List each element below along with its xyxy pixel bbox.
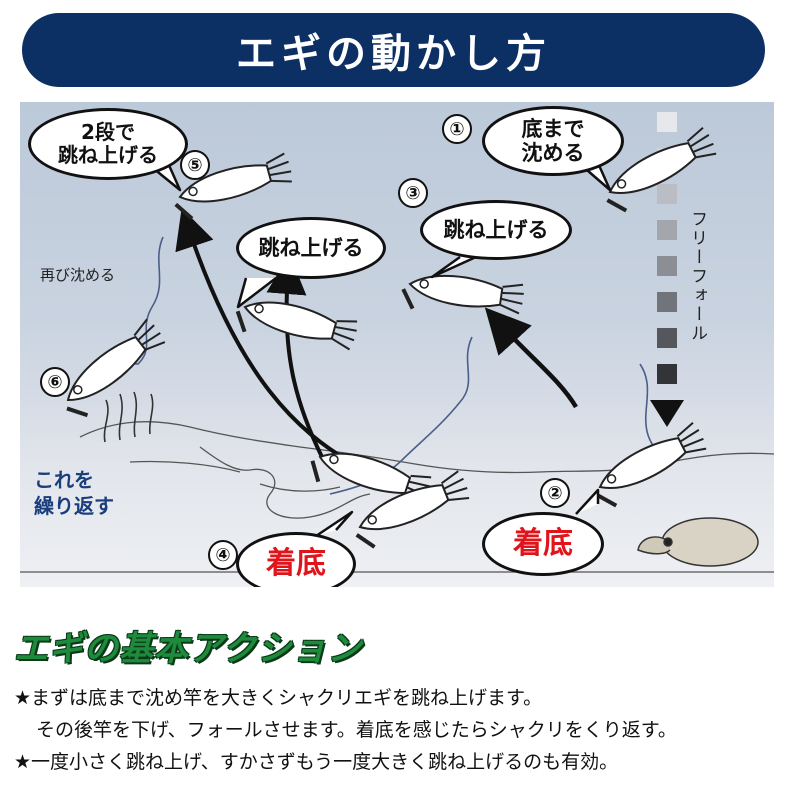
bullet-line-1: ★まずは底まで沈め竿を大きくシャクリエギを跳ね上げます。 [14,687,543,709]
motion-trails [117,236,661,495]
section-title: エギの基本アクション [14,629,363,669]
bubble-step-1: 底まで 沈める [482,106,624,176]
title-bar: エギの動かし方 [22,13,765,87]
egi-lure-3 [401,274,524,315]
sink-again-label: 再び沈める [40,266,116,284]
egi-lure-2 [596,422,707,508]
bullet-line-3: ★一度小さく跳ね上げ、すかさずもう一度大きく跳ね上げるのも有効。 [14,751,619,773]
bubble-step-5: 2段で 跳ね上げる [28,108,188,180]
bubble-step-5-text: 2段で 跳ね上げる [58,120,158,167]
squid [637,517,759,567]
free-fall-label: フリーフォール [687,210,707,343]
step-number-4: ④ [208,540,238,570]
repeat-label: これを 繰り返す [34,468,114,518]
jerk-arrow-3 [484,307,578,409]
jerk-arrow-2 [175,208,352,464]
bubble-step-4: 着底 [236,532,356,587]
scene-panel: 2段で 跳ね上げる 底まで 沈める 跳ね上げる 跳ね上げる 着底 着底 ① ② … [20,102,774,587]
bubble-step-2: 着底 [482,512,604,576]
bubble-step-3: 跳ね上げる [420,200,572,260]
bubble-step-2-text: 着底 [513,525,573,561]
scene-illustration [20,112,774,573]
bubble-step-4-text: 着底 [266,545,326,581]
egi-lure-5 [174,152,292,221]
step-number-6: ⑥ [40,367,70,397]
page-title: エギの動かし方 [236,31,551,77]
egi-lure-1 [606,127,717,213]
bubble-extra-jump-text: 跳ね上げる [258,235,364,260]
seaweed [103,391,154,443]
step-number-1: ① [442,114,472,144]
egi-lure-4 [235,301,358,351]
egi-lure-8 [355,470,470,549]
egi-lure-7 [310,452,432,506]
bubble-step-1-text: 底まで 沈める [521,116,585,165]
bubble-step-3-text: 跳ね上げる [443,217,549,242]
bubble-extra-jump: 跳ね上げる [236,217,386,279]
step-number-2: ② [540,478,570,508]
step-number-5: ⑤ [180,150,210,180]
step-number-3: ③ [398,178,428,208]
bullet-line-2: その後竿を下げ、フォールさせます。着底を感じたらシャクリをくり返す。 [36,719,677,741]
egi-lure-6 [66,318,166,418]
